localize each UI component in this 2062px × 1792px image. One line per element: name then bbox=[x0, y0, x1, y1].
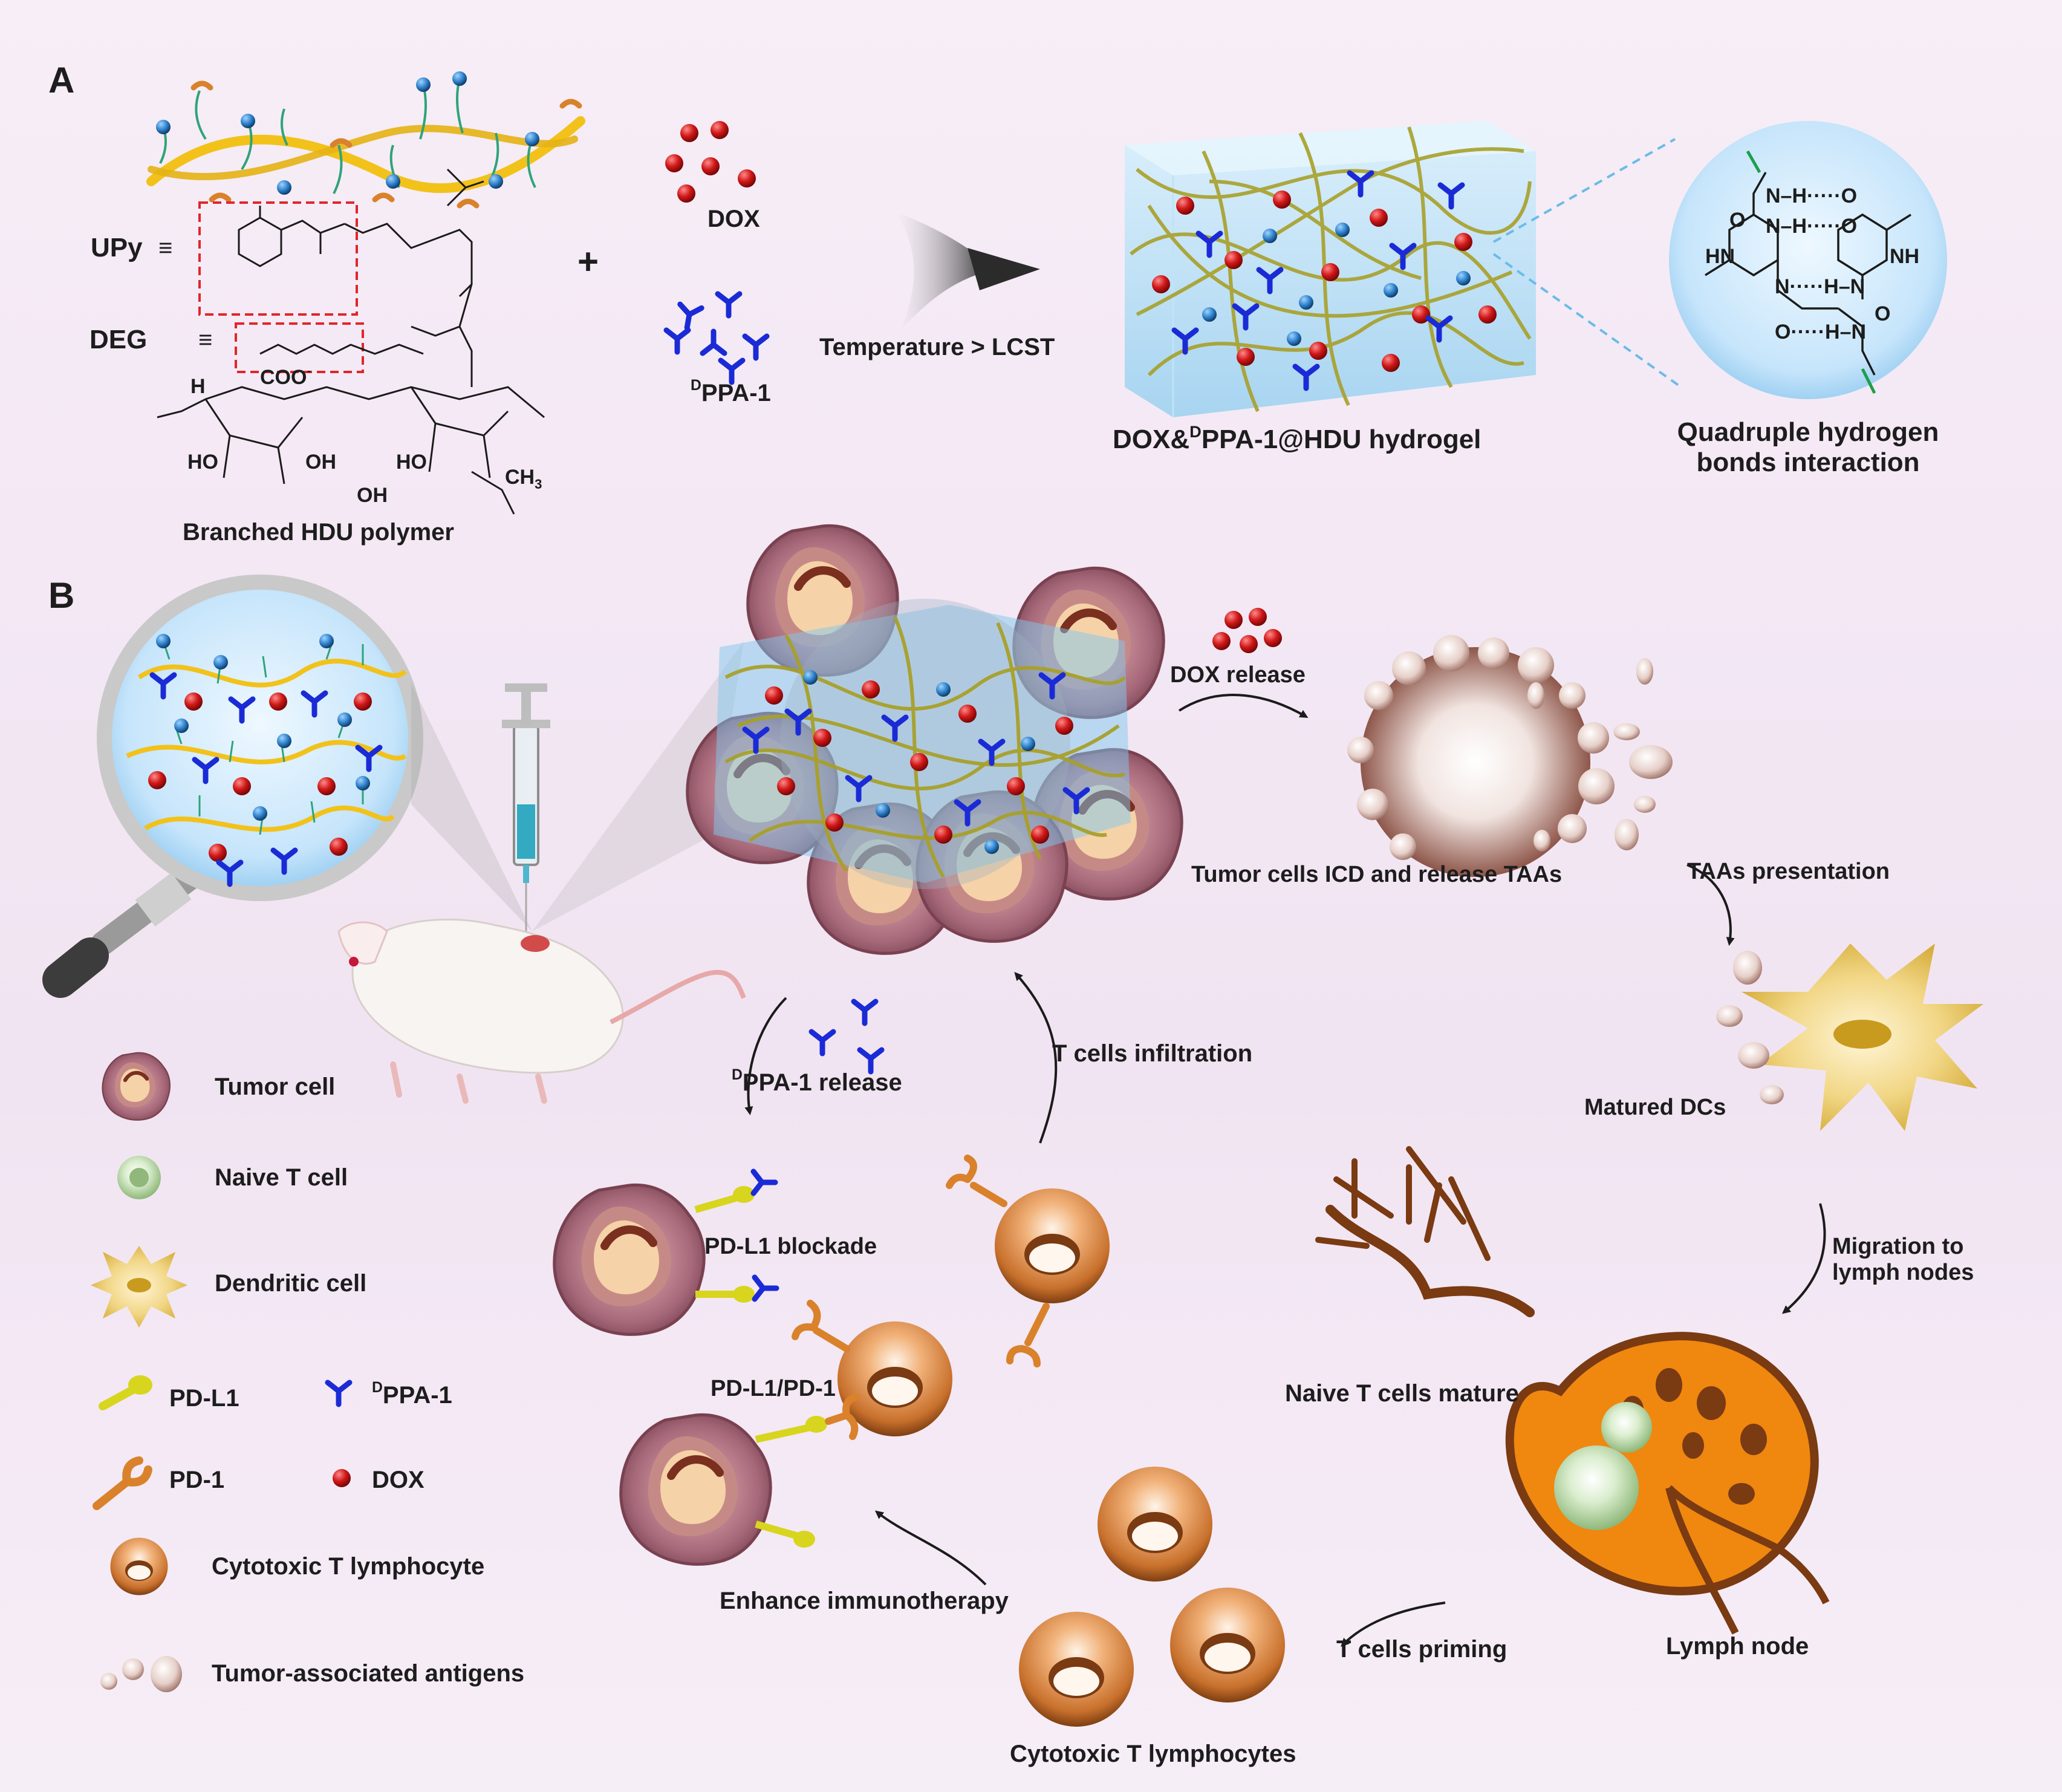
panel-a-label: A bbox=[48, 60, 75, 100]
legend-dendritic: Dendritic cell bbox=[215, 1270, 367, 1297]
hbond-sphere bbox=[1669, 121, 1947, 399]
infiltration-arrow bbox=[1014, 972, 1058, 1144]
matured-dcs-label: Matured DCs bbox=[1584, 1095, 1726, 1120]
transition-arrow bbox=[895, 212, 1040, 330]
enhance-label: Enhance immunotherapy bbox=[720, 1588, 1009, 1614]
taas-presentation-label: TAAs presentation bbox=[1687, 859, 1890, 884]
icd-tumor-cell bbox=[1347, 635, 1673, 877]
lymph-node bbox=[1315, 1146, 1830, 1635]
dppa-release-icons bbox=[811, 1002, 882, 1072]
matured-dendritic-cell bbox=[1716, 943, 1983, 1131]
icd-label: Tumor cells ICD and release TAAs bbox=[1191, 862, 1563, 887]
legend-dox: DOX bbox=[372, 1467, 424, 1493]
sugar-coo: COO- bbox=[260, 363, 311, 389]
legend-icons bbox=[91, 1053, 351, 1692]
legend-pd1: PD-1 bbox=[169, 1467, 225, 1493]
dox-release-label: DOX release bbox=[1170, 662, 1306, 688]
sugar-h-1: H bbox=[190, 375, 206, 398]
magnifier bbox=[42, 575, 423, 998]
chem-nh: NH bbox=[1890, 245, 1920, 268]
deg-label: DEG bbox=[89, 325, 148, 354]
dppa-label: DPPA-1 bbox=[691, 377, 771, 406]
legend-naive-t: Naive T cell bbox=[215, 1164, 348, 1191]
legend-dppa: DPPA-1 bbox=[372, 1380, 452, 1409]
sugar-ch3: CH3 bbox=[505, 466, 542, 492]
polymer-caption: Branched HDU polymer bbox=[183, 519, 454, 546]
hydrogel-box bbox=[1125, 121, 1536, 417]
migration-arrow bbox=[1781, 1203, 1826, 1314]
sugar-ho-2: HO bbox=[396, 451, 427, 474]
tumor-hydrogel-mass bbox=[688, 526, 1182, 953]
chem-hn: HN bbox=[1705, 245, 1735, 268]
plus-sign: + bbox=[577, 241, 599, 282]
dppa-release-arrow bbox=[744, 997, 787, 1115]
hdu-structure-drawing bbox=[157, 168, 545, 515]
hydrogel-label: DOX&DPPA-1@HDU hydrogel bbox=[1113, 422, 1481, 454]
chem-n-hn: N·····H–N bbox=[1775, 275, 1865, 298]
t-priming-label: T cells priming bbox=[1336, 1636, 1507, 1663]
legend-tumor-cell: Tumor cell bbox=[215, 1074, 336, 1100]
upy-polymer-chain bbox=[146, 71, 585, 209]
panel-b-label: B bbox=[48, 575, 75, 616]
condition-label: Temperature > LCST bbox=[819, 334, 1055, 360]
sugar-oh-2: OH bbox=[357, 484, 388, 507]
t-priming-arrow bbox=[1341, 1601, 1446, 1647]
ctl-plural-label: Cytotoxic T lymphocytes bbox=[1010, 1741, 1296, 1767]
sugar-oh-1: OH bbox=[305, 451, 336, 474]
enhance-arrow bbox=[874, 1510, 987, 1586]
upy-dashed-box bbox=[198, 201, 364, 373]
tumor-pdl1-blockade bbox=[555, 1171, 776, 1334]
upy-label: UPy bbox=[91, 233, 143, 262]
pdl1-blockade-label: PD-L1 blockade bbox=[704, 1234, 877, 1259]
chem-o-1: O bbox=[1729, 209, 1746, 232]
dppa-cluster bbox=[666, 294, 767, 382]
legend-taa: Tumor-associated antigens bbox=[212, 1660, 525, 1687]
dox-release-arrow bbox=[1178, 608, 1309, 718]
mouse bbox=[337, 918, 746, 1104]
chem-o-2: O bbox=[1875, 302, 1891, 325]
dppa-release-label: DPPA-1 release bbox=[732, 1067, 902, 1096]
dox-label: DOX bbox=[707, 206, 760, 232]
ctl-cluster bbox=[1019, 1467, 1285, 1727]
chem-nh-o-1: N–H·····O bbox=[1766, 184, 1858, 207]
lymph-node-label: Lymph node bbox=[1666, 1633, 1809, 1660]
chem-o-hn: O·····H–N bbox=[1775, 321, 1867, 344]
deg-equiv: ≡ bbox=[198, 327, 213, 353]
zoom-beam bbox=[411, 641, 744, 931]
legend-ctl: Cytotoxic T lymphocyte bbox=[212, 1553, 485, 1580]
infiltration-label: T cells infiltration bbox=[1052, 1040, 1253, 1067]
sugar-ho-1: HO bbox=[187, 451, 218, 474]
tumor-pdl1-pd1 bbox=[621, 1393, 859, 1564]
syringe bbox=[502, 683, 550, 931]
taas-presentation-arrow bbox=[1686, 864, 1735, 946]
legend-pdl1: PD-L1 bbox=[169, 1385, 239, 1412]
naive-mature-label: Naive T cells mature bbox=[1285, 1380, 1519, 1407]
pdl1-pd1-label: PD-L1/PD-1 bbox=[711, 1376, 836, 1401]
dox-cluster bbox=[665, 121, 756, 203]
zoom-connectors bbox=[1492, 138, 1682, 388]
ctl-with-pd1 bbox=[792, 1155, 1110, 1436]
chem-nh-o-2: N–H·····O bbox=[1766, 215, 1858, 238]
upy-equiv: ≡ bbox=[158, 235, 173, 261]
